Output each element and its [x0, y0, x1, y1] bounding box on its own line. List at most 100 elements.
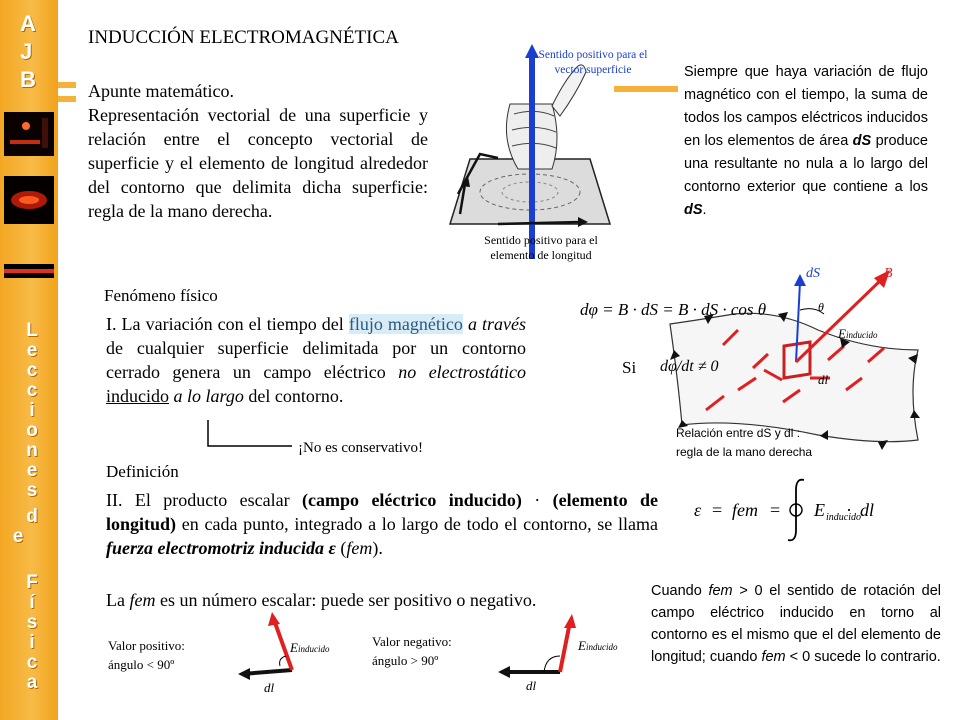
- note-fem-1: fem: [708, 583, 733, 599]
- vertical-letter: L: [26, 320, 38, 341]
- vertical-letter: c: [26, 360, 38, 381]
- note-text-2: > 0 el sentido de rotación del campo elé…: [651, 583, 941, 665]
- vertical-letter: í: [29, 592, 35, 613]
- flux-variation-text: Siempre que haya variación de flujo magn…: [684, 61, 928, 222]
- pos-e-letter: E: [290, 640, 298, 655]
- pos-e-sub: inducido: [297, 644, 330, 654]
- definicion-paragraph: II. El producto escalar (campo eléctrico…: [106, 488, 658, 560]
- fenomeno-text-2: a través: [467, 314, 526, 334]
- b-vector-label: B: [884, 266, 893, 281]
- sidebar-photo-2: [4, 176, 54, 224]
- vertical-letter: o: [26, 420, 38, 441]
- neg-e-sub: inducido: [585, 642, 618, 652]
- definicion-heading: Definición: [106, 462, 179, 481]
- eq-equals: =: [712, 500, 723, 520]
- e-subscript: inducido: [845, 330, 878, 340]
- vertical-letter: e: [26, 460, 38, 481]
- fenomeno-text-1: I. La variación con el tiempo del: [106, 314, 349, 334]
- vertical-letter: i: [29, 400, 35, 421]
- def-text-1: II. El producto escalar: [106, 490, 303, 510]
- apunte-body: Representación vectorial de una superfic…: [88, 105, 428, 221]
- fenomeno-text-7: del contorno.: [243, 386, 344, 406]
- apunte-heading: Apunte matemático.: [88, 81, 234, 101]
- vertical-letter: n: [26, 440, 38, 461]
- connector-bar: [614, 86, 678, 92]
- eq-dot: ·: [846, 500, 852, 520]
- flux-condition: dφ/dt ≠ 0: [660, 358, 719, 375]
- eq-e-subscript: inducido: [826, 512, 861, 523]
- fem-sign-note: Cuando fem > 0 el sentido de rotación de…: [651, 580, 941, 668]
- def-text-3: en cada punto, integrado a lo largo de t…: [176, 514, 658, 534]
- positive-line-1: Valor positivo:: [108, 638, 185, 653]
- fenomeno-text-3: de cualquier superficie delimitada por u…: [106, 338, 526, 382]
- e-inducido-label: Einducido: [838, 326, 877, 342]
- scalar-sentence: La fem es un número escalar: puede ser p…: [106, 590, 536, 611]
- page-title: INDUCCIÓN ELECTROMAGNÉTICA: [88, 27, 399, 48]
- neg-dl-label: dl: [526, 678, 537, 693]
- apunte-section: Apunte matemático. Representación vector…: [88, 79, 428, 223]
- flux-text-1: Siempre que haya variación de flujo magn…: [684, 64, 928, 149]
- eq-epsilon: ε: [694, 500, 702, 520]
- vertical-letter: c: [26, 652, 38, 673]
- pos-dl-label: dl: [264, 680, 275, 695]
- sidebar-photo-3: [4, 264, 54, 278]
- relacion-line-2: regla de la mano derecha: [676, 445, 813, 459]
- flux-text-end: .: [702, 202, 707, 218]
- vertical-letter: e: [12, 526, 24, 547]
- eq-e: E: [814, 500, 825, 520]
- positive-caption: Valor positivo: ángulo < 90º: [108, 636, 185, 674]
- surface-figure: [578, 250, 938, 470]
- negative-angle-diagram: [498, 614, 576, 678]
- dl-vector-label: dl: [818, 372, 829, 387]
- surface-vector-label: Sentido positivo para el vector superfic…: [538, 49, 648, 76]
- def-fem: fem: [346, 538, 373, 558]
- eq-dl: dl: [860, 500, 875, 520]
- neg-e-label: Einducido: [578, 638, 617, 654]
- scalar-fem: fem: [129, 590, 156, 610]
- sidebar: A J B L e c c i o n e s d e F í s i c a: [0, 0, 58, 720]
- logo-letter-j: J: [20, 39, 33, 64]
- def-text-2: ·: [521, 490, 553, 510]
- logo-letter-b: B: [20, 67, 36, 92]
- fenomeno-heading: Fenómeno físico: [104, 286, 218, 305]
- neg-e-letter: E: [578, 638, 586, 653]
- fenomeno-paragraph: I. La variación con el tiempo del flujo …: [106, 312, 526, 408]
- fem-equation: ε = fem = E inducido · dl: [680, 476, 930, 544]
- hand-rule-figure: [440, 44, 630, 269]
- no-conservativo-note: ¡No es conservativo!: [298, 440, 423, 456]
- vertical-letter: F: [26, 572, 38, 593]
- def-term: fuerza electromotriz inducida ε: [106, 538, 336, 558]
- relacion-label: Relación entre dS y dl : regla de la man…: [676, 424, 812, 462]
- fenomeno-text-6: a lo largo: [173, 386, 244, 406]
- def-bold-2: (elemento de longitud): [106, 490, 658, 534]
- scalar-text-1: La: [106, 590, 130, 610]
- vertical-letter: d: [26, 506, 38, 527]
- vertical-letter: s: [26, 480, 38, 501]
- fenomeno-text-4: no electrostático: [398, 362, 526, 382]
- vertical-letter: e: [26, 340, 38, 361]
- note-fem-2: fem: [761, 649, 786, 665]
- ds-term: dS: [852, 133, 872, 149]
- ds-term: dS: [684, 202, 703, 218]
- vertical-letter: c: [26, 380, 38, 401]
- ds-vector-label: dS: [806, 266, 820, 281]
- logo-letter-a: A: [20, 11, 36, 36]
- pos-e-label: Einducido: [290, 640, 329, 656]
- flux-text-2: produce una resultante no nula a lo larg…: [684, 133, 928, 195]
- flujo-highlight: flujo magnético: [348, 314, 463, 334]
- contour-integral-icon: [787, 478, 805, 542]
- si-label: Si: [622, 358, 637, 377]
- positive-line-2: ángulo < 90º: [108, 657, 175, 672]
- vertical-letter: i: [29, 632, 35, 653]
- def-text-4: (: [335, 538, 347, 558]
- note-text-1: Cuando: [651, 583, 709, 599]
- vertical-letter: s: [26, 612, 38, 633]
- connector-bar: [58, 96, 76, 102]
- negative-line-2: ángulo > 90º: [372, 653, 439, 668]
- theta-label: θ: [818, 300, 824, 314]
- note-connector: [207, 420, 292, 447]
- negative-line-1: Valor negativo:: [372, 634, 452, 649]
- sidebar-photo-1: [4, 112, 54, 156]
- length-element-label: Sentido positivo para el elemento de lon…: [484, 233, 598, 262]
- vertical-letter: a: [26, 672, 38, 693]
